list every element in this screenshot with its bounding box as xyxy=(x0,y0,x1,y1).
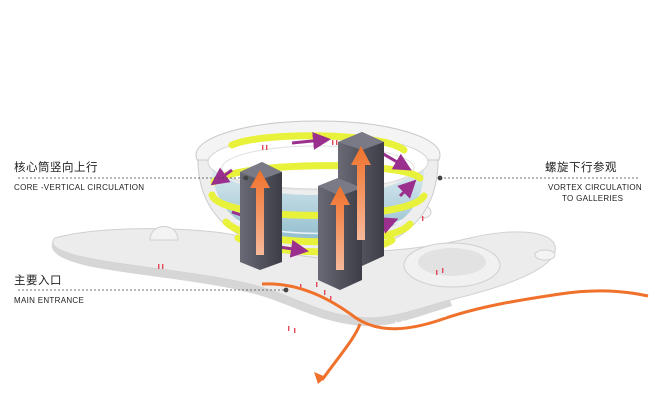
upward-arrow-icon xyxy=(250,146,371,270)
people-markers xyxy=(158,140,444,333)
vortex-label-en-2: TO GALLERIES xyxy=(562,194,624,203)
entrance-label-en: MAIN ENTRANCE xyxy=(14,296,85,305)
vortex-label-cn: 螺旋下行参观 xyxy=(545,162,617,174)
leader-lines xyxy=(18,175,640,293)
core-label-en: CORE -VERTICAL CIRCULATION xyxy=(14,183,145,192)
entrance-label-cn: 主要入口 xyxy=(14,275,62,287)
small-dome xyxy=(149,226,179,241)
core-label-cn: 核心筒竖向上行 xyxy=(14,162,98,174)
entrance-path-icon xyxy=(261,282,649,381)
entrance-arrow-head xyxy=(314,372,326,384)
vortex-label-en-1: VORTEX CIRCULATION xyxy=(548,183,643,192)
